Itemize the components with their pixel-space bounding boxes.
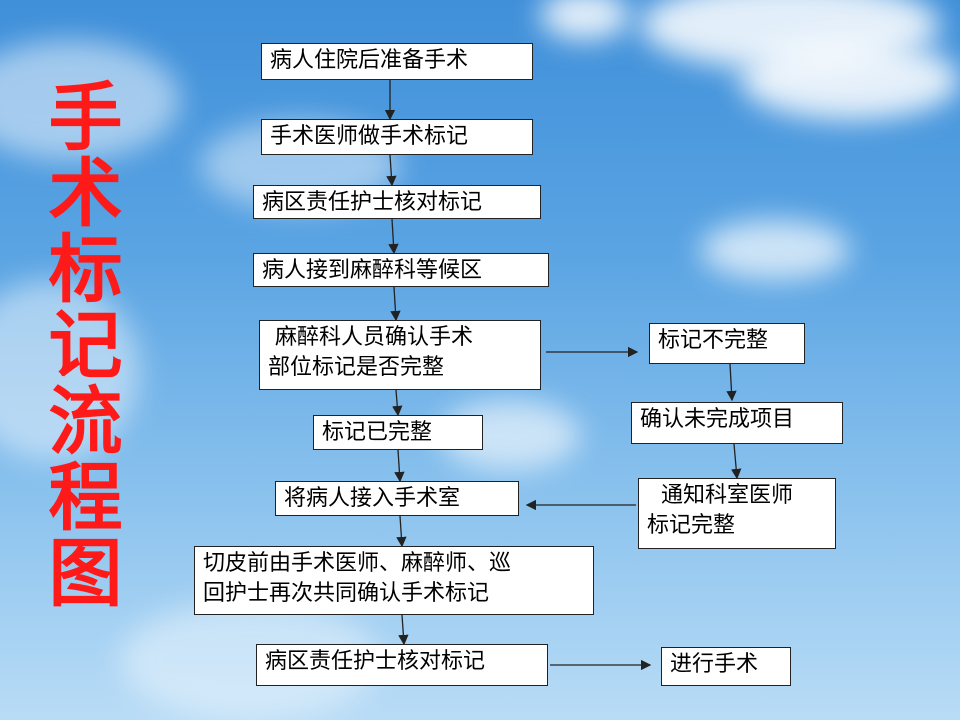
arrow-b7-b8 xyxy=(396,515,407,548)
step-final-confirmation: 切皮前由手术医师、麻醉师、巡 回护士再次共同确认手术标记 xyxy=(194,546,594,615)
arrow-b2-b3 xyxy=(386,154,397,187)
step-confirm-unfinished: 确认未完成项目 xyxy=(631,402,843,444)
step-notify-doctor: 通知科室医师 标记完整 xyxy=(638,478,836,549)
step-surgeon-marks: 手术医师做手术标记 xyxy=(261,119,533,155)
step-prepare-surgery: 病人住院后准备手术 xyxy=(261,43,533,80)
slide-title: 手术标记流程图 xyxy=(36,78,122,610)
step-proceed-surgery: 进行手术 xyxy=(661,647,791,686)
arrow-r2-r3 xyxy=(731,443,742,480)
step-nurse-verify: 病区责任护士核对标记 xyxy=(253,185,541,219)
cloud xyxy=(740,40,960,120)
arrow-b3-b4 xyxy=(388,218,399,255)
step-into-operating-room: 将病人接入手术室 xyxy=(275,481,519,516)
step-to-waiting-area: 病人接到麻醉科等候区 xyxy=(253,253,549,287)
arrow-b4-b5 xyxy=(390,286,401,322)
step-nurse-verify-final: 病区责任护士核对标记 xyxy=(256,644,548,686)
arrow-b5-b6 xyxy=(392,389,403,417)
step-marking-incomplete: 标记不完整 xyxy=(649,323,805,364)
step-marking-complete: 标记已完整 xyxy=(313,415,483,450)
arrow-b8-b9 xyxy=(398,614,409,646)
step-anesthesia-confirm: 麻醉科人员确认手术 部位标记是否完整 xyxy=(259,320,541,390)
cloud xyxy=(700,220,850,280)
cloud xyxy=(540,0,630,40)
arrow-b6-b7 xyxy=(394,449,405,483)
cloud xyxy=(0,280,140,460)
cloud xyxy=(0,40,180,160)
arrow-r1-r2 xyxy=(726,363,737,402)
